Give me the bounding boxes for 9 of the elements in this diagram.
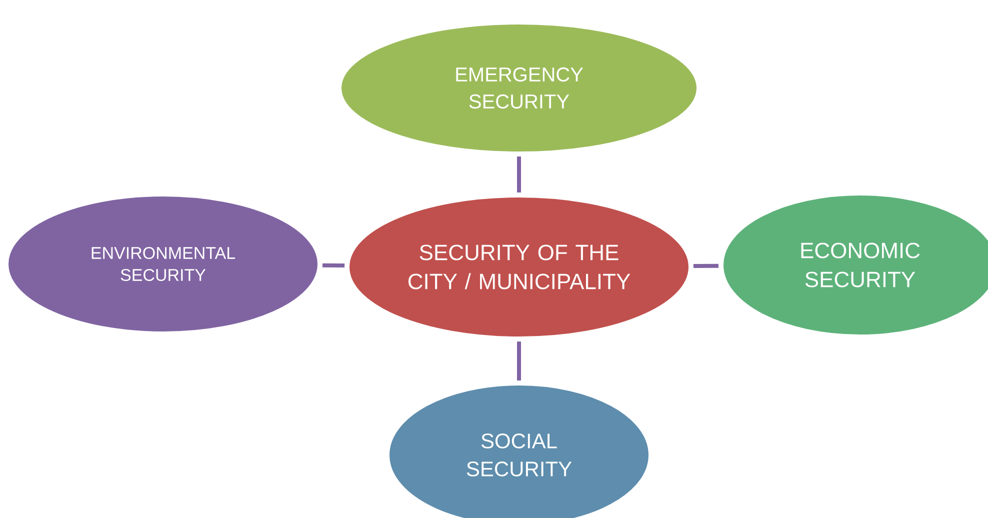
ellipse-node: ECONOMIC SECURITY xyxy=(722,194,988,336)
ellipse-node: SECURITY OF THE CITY / MUNICIPALITY xyxy=(348,196,690,338)
ellipse-node: SOCIAL SECURITY xyxy=(388,384,650,518)
connector-line xyxy=(693,264,719,268)
ellipse-node: EMERGENCY SECURITY xyxy=(340,24,698,152)
connector-line xyxy=(517,342,521,380)
connector-line xyxy=(322,263,345,268)
ellipse-node: ENVIRONMENTAL SECURITY xyxy=(8,196,318,332)
connector-line xyxy=(517,156,521,192)
